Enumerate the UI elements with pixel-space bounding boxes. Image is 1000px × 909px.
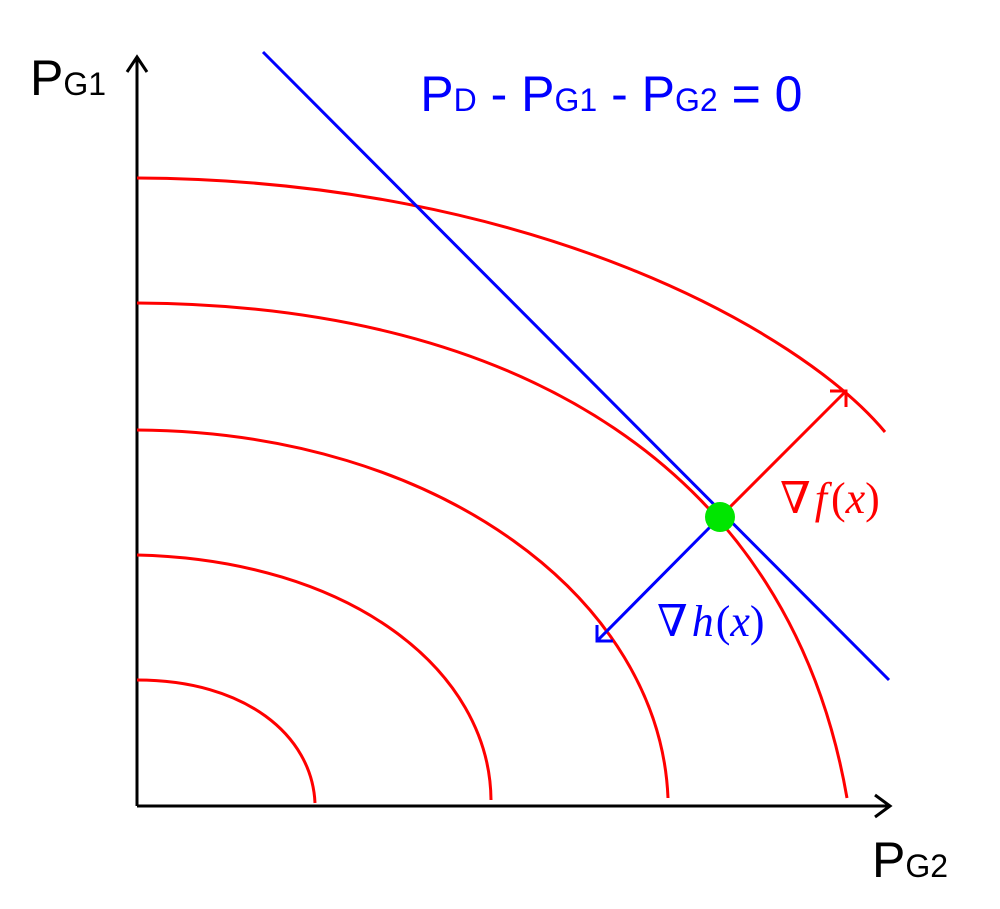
contour-curve-3 [136,428,670,799]
constraint-line [261,50,891,682]
constraint-equation: PD - PG1 - PG2 = 0 [398,66,816,122]
optimum-point [705,502,735,532]
gradient-f-arrowhead [830,389,848,407]
contour-curve-5 [136,176,887,433]
axes [125,54,893,819]
contour-curve-1 [136,678,317,804]
gradient-f-arrow [718,389,848,519]
x-axis-arrowhead [874,793,893,819]
contour-curve-2 [136,553,493,801]
contours [136,176,887,804]
gradient-h-label: ∇h(x) [657,597,765,646]
gradient-h-arrow [595,515,722,643]
contour-curve-4 [136,301,849,799]
x-axis-label: PG2 [872,832,948,888]
gradient-f-label: ∇f(x) [780,474,880,523]
y-axis-arrowhead [125,54,149,73]
y-axis-label: PG1 [30,50,106,106]
gradient-h-arrowhead [595,625,613,643]
